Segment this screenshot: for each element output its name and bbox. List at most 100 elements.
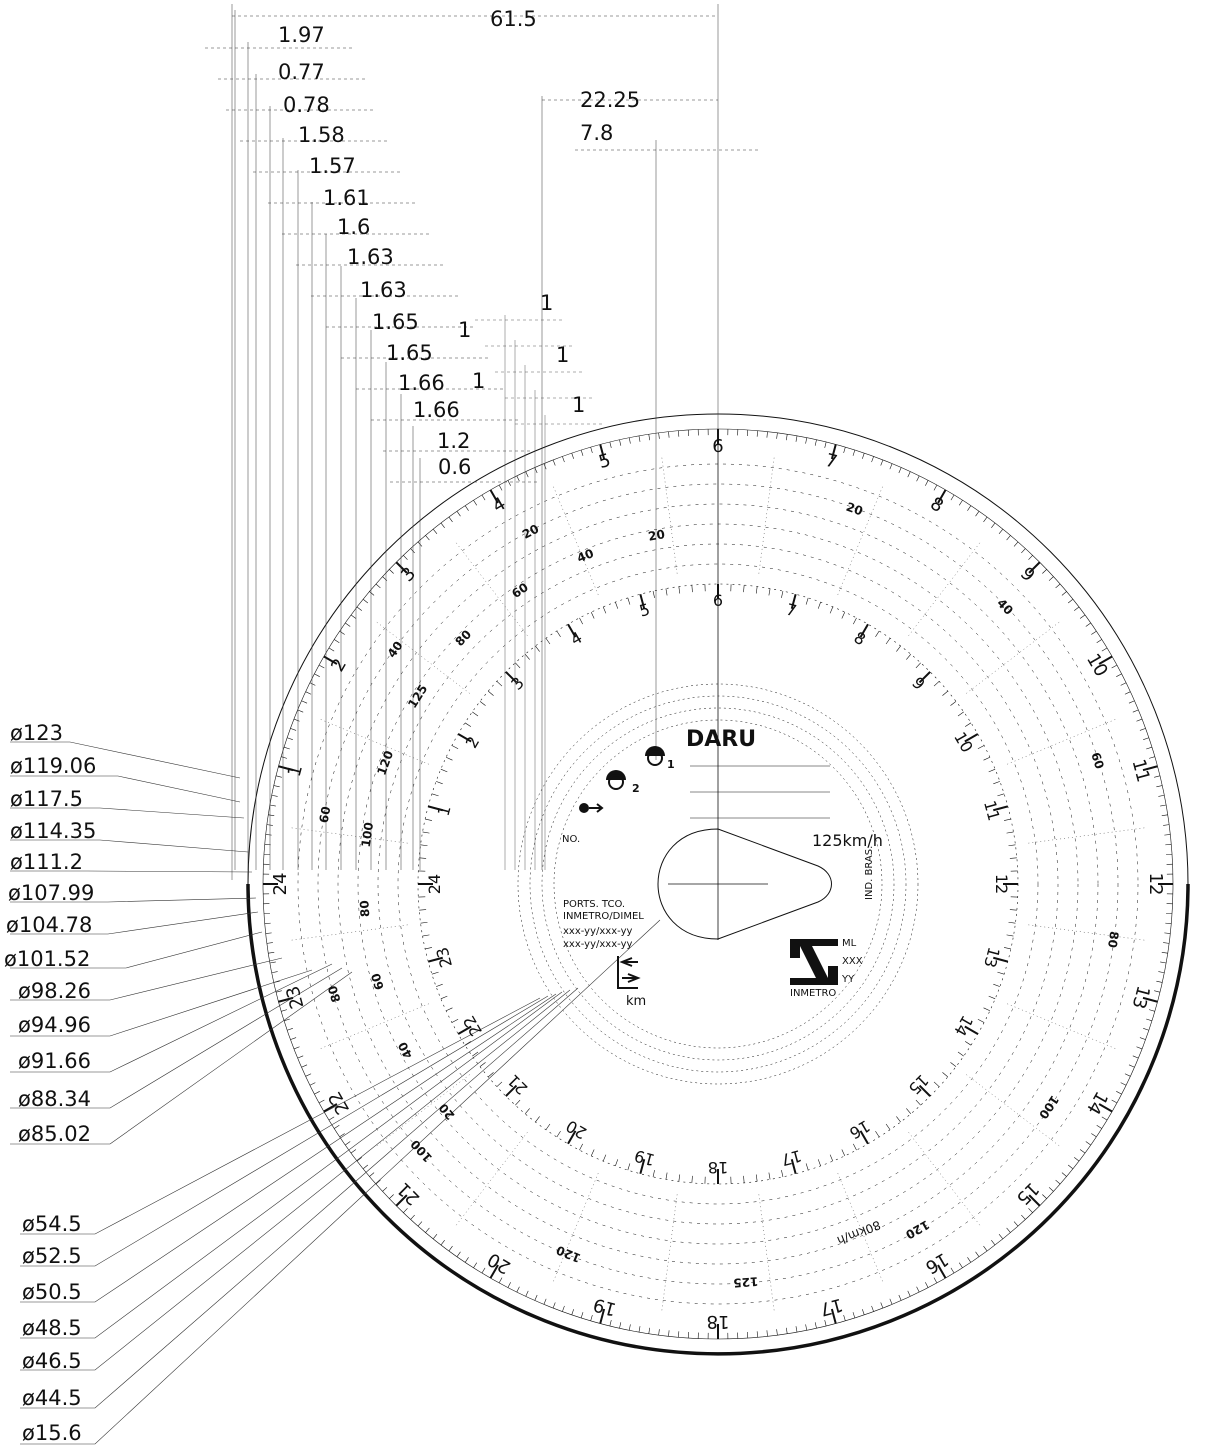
inner-tick <box>427 956 443 963</box>
inner-tick <box>445 756 453 761</box>
outer-tick <box>1128 700 1135 704</box>
outer-tick <box>1091 1133 1097 1138</box>
hour-divider <box>836 486 883 598</box>
outer-tick <box>590 1314 593 1321</box>
inner-tick <box>419 857 427 859</box>
inner-tick <box>602 1154 607 1162</box>
inner-tick <box>997 793 1005 797</box>
inner-hour-label: 11 <box>980 798 1004 823</box>
inner-tick <box>464 722 472 727</box>
outer-tick <box>432 528 438 535</box>
inner-tick <box>556 630 561 638</box>
inner-tick <box>435 781 443 785</box>
diameter-leader <box>20 993 557 1303</box>
inner-tick <box>942 1072 949 1078</box>
outer-tick <box>395 1194 408 1207</box>
outer-tick <box>1021 1214 1026 1220</box>
diameter-leader <box>10 969 313 1037</box>
outer-tick <box>766 1330 768 1337</box>
inner-tick <box>875 1130 880 1138</box>
hour-divider <box>1025 924 1145 941</box>
outer-tick <box>1132 709 1139 713</box>
inner-tick <box>652 1169 655 1177</box>
outer-hour-label: 19 <box>591 1293 619 1319</box>
outer-tick <box>264 844 271 846</box>
inner-tick <box>457 733 472 743</box>
hour-divider <box>320 719 432 766</box>
speed-ring <box>317 483 1119 1285</box>
outer-tick <box>1042 1194 1047 1199</box>
inner-tick <box>445 1007 453 1012</box>
outer-tick <box>1028 1208 1033 1213</box>
outer-hour-label: 10 <box>1082 650 1112 680</box>
outer-tick <box>1116 673 1122 677</box>
inner-tick <box>957 711 964 717</box>
inner-tick <box>805 597 809 605</box>
inner-tick <box>479 701 486 706</box>
dim-step: 1.58 <box>298 123 345 147</box>
speed-label: 125 <box>733 1274 759 1290</box>
dim-step: 1.63 <box>360 278 407 302</box>
inner-tick <box>691 585 693 593</box>
outer-tick <box>305 691 312 695</box>
diameter-label: ø50.5 <box>22 1280 82 1304</box>
outer-hour-label: 7 <box>823 450 839 473</box>
outer-tick <box>417 1221 423 1227</box>
outer-tick <box>933 484 938 491</box>
outer-tick <box>1148 756 1155 759</box>
outer-tick <box>852 449 856 456</box>
hour-divider <box>661 457 678 577</box>
outer-tick <box>350 1149 357 1154</box>
dim-step: 0.6 <box>438 455 471 479</box>
outer-tick <box>543 1298 547 1305</box>
outer-tick <box>1028 555 1033 560</box>
inner-tick <box>427 805 443 812</box>
outer-tick <box>345 1141 351 1146</box>
disc-bold-arc <box>246 883 1190 1356</box>
outer-tick <box>1120 682 1127 686</box>
inner-hour-label: 13 <box>980 945 1004 970</box>
inner-tick <box>422 934 430 937</box>
outer-tick <box>1006 1227 1011 1233</box>
inner-hour-label: 3 <box>507 673 528 694</box>
diameter-label: ø46.5 <box>22 1349 82 1373</box>
dim-one: 1 <box>556 343 569 367</box>
outer-hour-label: 5 <box>597 450 613 473</box>
inner-tick <box>472 711 479 717</box>
outer-tick <box>1067 598 1074 604</box>
outer-tick <box>318 664 325 669</box>
inner-tick <box>988 768 996 773</box>
hour-divider <box>320 1002 432 1049</box>
dim-one: 1 <box>472 369 485 393</box>
diameter-label: ø117.5 <box>10 787 83 811</box>
inner-tick <box>639 1159 646 1175</box>
outer-hour-label: 4 <box>489 493 509 517</box>
activity-ring <box>517 683 919 1085</box>
inner-tick <box>781 1169 784 1177</box>
outer-tick <box>281 756 288 759</box>
outer-tick <box>880 459 884 466</box>
outer-tick <box>1120 1082 1127 1086</box>
outer-tick <box>975 1251 980 1257</box>
diameter-label: ø101.52 <box>4 947 90 971</box>
inmetro-line: YY <box>841 974 855 985</box>
speed-label: 80 <box>325 984 343 1004</box>
outer-tick <box>432 1233 438 1240</box>
outer-tick <box>668 431 670 438</box>
center-hub <box>657 828 832 940</box>
outer-tick <box>824 1320 827 1327</box>
speed-label: 40 <box>994 596 1016 618</box>
outer-tick <box>339 1133 345 1138</box>
outer-tick <box>552 459 556 466</box>
outer-tick <box>334 1124 340 1129</box>
inner-tick <box>665 588 668 596</box>
driver-2-number: 2 <box>632 782 640 795</box>
inner-tick <box>639 593 646 609</box>
inner-tick <box>885 1123 891 1130</box>
disc-center-info: DARU 125km/h NO. PORTS. TCO. INMETRO/DIM… <box>562 727 883 1009</box>
outer-tick <box>648 1327 650 1334</box>
diameter-leader <box>20 997 541 1235</box>
outer-tick <box>776 1329 778 1336</box>
outer-tick <box>1055 1179 1061 1185</box>
inner-tick <box>755 586 758 594</box>
